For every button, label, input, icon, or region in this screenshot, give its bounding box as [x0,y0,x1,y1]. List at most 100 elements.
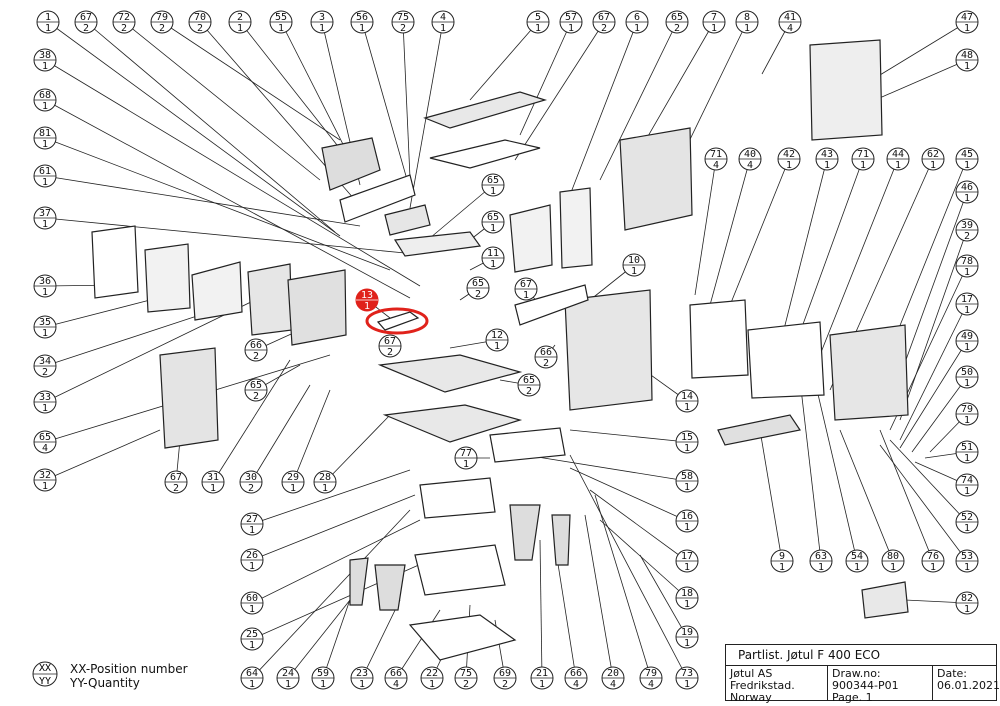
leader-line [402,21,411,179]
balloon-position: 71 [710,149,722,160]
leader-line [894,191,968,391]
position-balloon: 761 [921,549,945,573]
balloon-quantity: 1 [818,562,824,573]
balloon-position: 9 [779,551,785,562]
balloon-quantity: 1 [568,23,574,34]
rear-plate-part [287,269,347,346]
position-balloon: 342 [33,354,57,378]
position-balloon: 481 [955,48,979,72]
position-balloon: 261 [240,548,264,572]
balloon-position: 65 [487,175,499,186]
balloon-quantity: 1 [854,562,860,573]
position-balloon: 714 [704,147,728,171]
balloon-quantity: 1 [319,23,325,34]
position-balloon: 161 [675,509,699,533]
position-balloon: 311 [201,470,225,494]
firebox-frame-part [247,263,293,336]
balloon-quantity: 1 [824,160,830,171]
company-name: Jøtul AS [730,667,773,680]
balloon-quantity: 1 [684,402,690,413]
position-balloon: 461 [955,180,979,204]
leader-line [287,599,351,679]
balloon-quantity: 1 [744,23,750,34]
balloon-quantity: 1 [290,483,296,494]
balloon-quantity: 1 [890,562,896,573]
balloon-position: 53 [961,551,973,562]
balloon-position: 37 [39,208,51,219]
balloon-position: 26 [246,550,258,561]
balloon-position: 5 [535,12,541,23]
leader-line [839,429,894,562]
leader-line [899,340,968,449]
balloon-position: 69 [499,668,511,679]
balloon-quantity: 1 [964,305,970,316]
balloon-quantity: 2 [253,351,259,362]
balloon-position: 76 [927,551,939,562]
title-block-date: Date: 06.01.2021 [932,665,1000,701]
position-balloon: 281 [313,470,337,494]
door-frame-part [747,321,825,399]
side-panel-part [509,204,553,273]
leader-line [709,158,751,306]
balloon-position: 38 [39,50,51,61]
position-balloon: 271 [240,512,264,536]
title-block-title: Partlist. Jøtul F 400 ECO [725,644,997,666]
leader-line [212,359,291,483]
balloon-position: 58 [681,471,693,482]
balloon-position: 65 [523,375,535,386]
balloon-quantity: 1 [930,562,936,573]
control-bar-part [489,427,566,463]
balloon-quantity: 2 [173,483,179,494]
position-balloon: 672 [592,10,616,34]
position-balloon: 711 [851,147,875,171]
leader-line [879,444,968,562]
bottom-shield-part [408,614,517,661]
balloon-position: 19 [681,627,693,638]
balloon-position: 7 [711,12,717,23]
balloon-quantity: 1 [249,561,255,572]
leader-line [599,519,688,599]
title-block-company: Jøtul AS Fredrikstad. Norway [725,665,828,704]
balloon-quantity: 1 [964,267,970,278]
balloon-quantity: 4 [787,23,793,34]
position-balloon: 131 [355,288,379,312]
balloon-position: 65 [250,380,262,391]
balloon-position: 1 [45,12,51,23]
position-balloon: 611 [33,164,57,188]
balloon-position: 81 [39,128,51,139]
glass-part [689,299,749,379]
leader-line [361,599,401,679]
leader-line [874,59,968,101]
position-balloon: 171 [675,549,699,573]
balloon-quantity: 1 [535,23,541,34]
position-balloon: 581 [675,469,699,493]
position-balloon: 511 [955,440,979,464]
leader-line [569,429,688,443]
leader-line [569,21,638,196]
balloon-quantity: 1 [964,415,970,426]
balloon-position: 31 [207,472,219,483]
balloon-position: 78 [961,256,973,267]
balloon-quantity: 2 [400,23,406,34]
balloon-quantity: 1 [964,23,970,34]
balloon-quantity: 1 [964,453,970,464]
balloon-quantity: 1 [364,301,370,312]
leader-line [409,21,444,209]
balloon-quantity: 4 [648,679,654,690]
balloon-position: 45 [961,149,973,160]
balloon-position: 21 [536,668,548,679]
balloon-quantity: 1 [964,193,970,204]
baffle-plate-part [393,231,482,257]
leader-line [251,519,421,604]
position-balloon: 692 [493,666,517,690]
balloon-quantity: 4 [747,160,753,171]
balloon-position: 3 [319,12,325,23]
leader-line [123,21,321,181]
position-balloon: 431 [815,147,839,171]
part-outlines [91,39,909,661]
highlight-ring [365,307,429,335]
balloon-quantity: 2 [159,23,165,34]
balloon-position: 65 [671,12,683,23]
balloon-position: 14 [681,391,693,402]
balloon-quantity: 1 [964,604,970,615]
